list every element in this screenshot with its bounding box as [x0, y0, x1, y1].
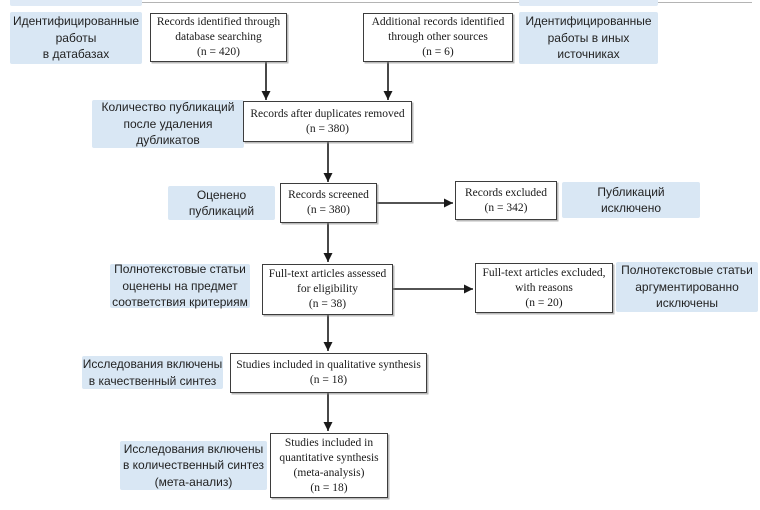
box-fulltext-assessed: Full-text articles assessed for eligibil… [262, 264, 393, 315]
label-quantitative-synthesis: Исследования включены в количественный с… [120, 441, 267, 490]
top-divider-line [88, 2, 752, 3]
label-qualitative-synthesis: Исследования включены в качественный син… [82, 356, 223, 389]
label-identified-other-sources: Идентифицированные работы в иных источни… [519, 12, 658, 64]
label-identified-databases: Идентифицированные работы в датабазах [10, 12, 142, 64]
cropped-label-strip-left [10, 0, 142, 6]
label-fulltext-excluded: Полнотекстовые статьи аргументированно и… [616, 262, 758, 312]
label-screened: Оценено публикаций [168, 186, 275, 220]
label-fulltext-assessed: Полнотекстовые статьи оценены на предмет… [110, 262, 250, 309]
box-fulltext-excluded: Full-text articles excluded, with reason… [475, 263, 613, 313]
box-qualitative-synthesis: Studies included in qualitative synthesi… [230, 353, 427, 393]
cropped-label-strip-right [519, 0, 658, 6]
label-excluded: Публикаций исключено [562, 182, 700, 218]
box-quantitative-synthesis: Studies included in quantitative synthes… [270, 433, 388, 498]
box-records-screened: Records screened (n = 380) [280, 183, 377, 223]
box-additional-records: Additional records identified through ot… [363, 13, 513, 62]
label-after-duplicates: Количество публикаций после удаления дуб… [92, 100, 244, 148]
box-records-excluded: Records excluded (n = 342) [455, 181, 557, 220]
box-records-identified: Records identified through database sear… [150, 13, 287, 62]
box-records-after-duplicates: Records after duplicates removed (n = 38… [243, 101, 412, 142]
